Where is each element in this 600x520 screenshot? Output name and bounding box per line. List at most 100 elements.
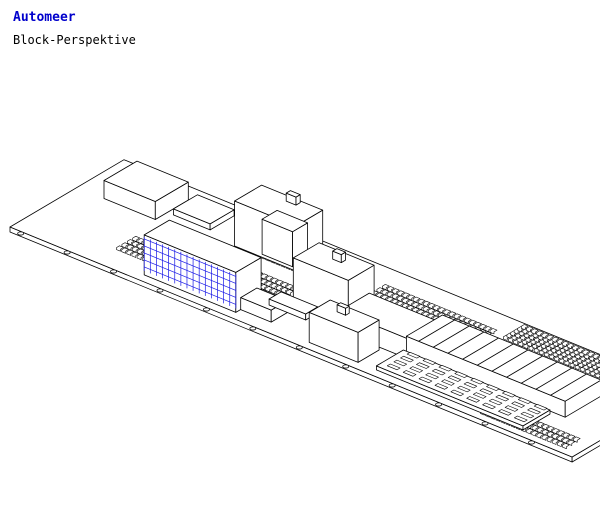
parked-car — [552, 337, 559, 342]
curb-marker — [436, 403, 442, 406]
parking-row — [382, 284, 497, 334]
roof-vent-top — [333, 249, 346, 255]
parked-car — [271, 283, 278, 288]
yard-tile — [394, 360, 407, 366]
parked-car — [573, 346, 580, 351]
parking-row — [521, 325, 600, 385]
yard-tile — [487, 385, 500, 391]
parked-car — [413, 297, 420, 302]
parked-car — [459, 316, 466, 321]
parked-car — [132, 252, 139, 257]
parked-car — [403, 298, 410, 303]
curb-marker — [528, 441, 534, 444]
parked-car — [537, 428, 544, 433]
parked-car — [527, 429, 534, 434]
parked-car — [598, 367, 600, 372]
parked-car — [526, 327, 533, 332]
yard-tile — [442, 380, 455, 386]
low-hall-west — [104, 161, 188, 219]
yard-tile — [518, 398, 531, 404]
roof-vent-top — [286, 191, 300, 198]
small-shelter — [173, 195, 234, 230]
drawing-title: Automeer — [13, 10, 76, 25]
parked-car — [408, 295, 415, 300]
parked-car — [382, 284, 389, 289]
parked-car — [122, 248, 129, 253]
tower-middle-top — [293, 243, 374, 281]
parked-car — [271, 289, 278, 294]
curb-marker — [389, 384, 395, 387]
yard-tile — [458, 386, 471, 392]
roof-vent-top — [337, 303, 349, 309]
parked-car — [266, 287, 273, 292]
yard-tile — [483, 403, 496, 409]
parked-car — [532, 329, 539, 334]
window-band — [144, 246, 236, 284]
curb-marker — [203, 308, 209, 311]
parked-car — [423, 307, 430, 312]
parked-car — [433, 311, 440, 316]
curb-marker — [18, 232, 24, 235]
parked-car — [127, 240, 134, 245]
roof-vent — [286, 191, 300, 206]
roof-ridge — [492, 350, 528, 371]
yard-tile — [451, 390, 464, 396]
yard-tile — [401, 356, 414, 362]
parked-car — [377, 288, 384, 293]
parked-car — [558, 436, 565, 441]
low-hall-west-top — [104, 161, 188, 201]
parked-car — [537, 331, 544, 336]
curb-marker — [157, 289, 163, 292]
yard-tile — [387, 364, 400, 370]
window-band — [144, 253, 236, 291]
yard-tile — [489, 399, 502, 405]
yard-tile — [407, 352, 420, 358]
yard-tile — [419, 377, 432, 383]
parked-car — [547, 335, 554, 340]
yard-tile — [512, 402, 525, 408]
yard-tile — [505, 406, 518, 412]
parked-car — [277, 280, 284, 285]
parked-car — [557, 339, 564, 344]
parked-car — [418, 299, 425, 304]
ground-slab-side — [572, 390, 600, 462]
roof-ridge — [433, 326, 469, 347]
parked-car — [537, 433, 544, 438]
parked-car — [532, 431, 539, 436]
parked-car — [553, 434, 560, 439]
yard-tile — [502, 391, 515, 397]
yard-tile — [528, 408, 541, 414]
yard-tile — [464, 382, 477, 388]
canopy-middle-top — [269, 292, 318, 314]
yard-tile — [423, 359, 436, 365]
hall-south-top — [309, 300, 379, 332]
parked-car — [542, 430, 549, 435]
yard-tile — [432, 369, 445, 375]
parked-car — [464, 318, 471, 323]
roof-ridge — [448, 332, 484, 353]
parked-car — [537, 422, 544, 427]
roof-ridge — [477, 344, 513, 365]
yard-tile — [499, 410, 512, 416]
yard-tile — [521, 412, 534, 418]
parked-car — [542, 435, 549, 440]
parked-car — [281, 288, 288, 293]
parked-car — [271, 278, 278, 283]
parked-car — [568, 343, 575, 348]
parked-car — [568, 440, 575, 445]
parked-car — [398, 291, 405, 296]
parked-car — [413, 302, 420, 307]
parked-car — [547, 432, 554, 437]
parked-car — [276, 285, 283, 290]
roof-ridge — [536, 368, 572, 389]
parked-car — [132, 247, 139, 252]
roof-vent — [333, 249, 346, 263]
office-windows-highlight — [144, 237, 236, 309]
parked-car — [543, 424, 550, 429]
yard-tile — [439, 365, 452, 371]
parked-car — [521, 325, 528, 330]
parked-car — [552, 439, 559, 444]
office-building-top — [144, 220, 261, 272]
window-band — [144, 267, 236, 305]
parked-car — [122, 243, 129, 248]
